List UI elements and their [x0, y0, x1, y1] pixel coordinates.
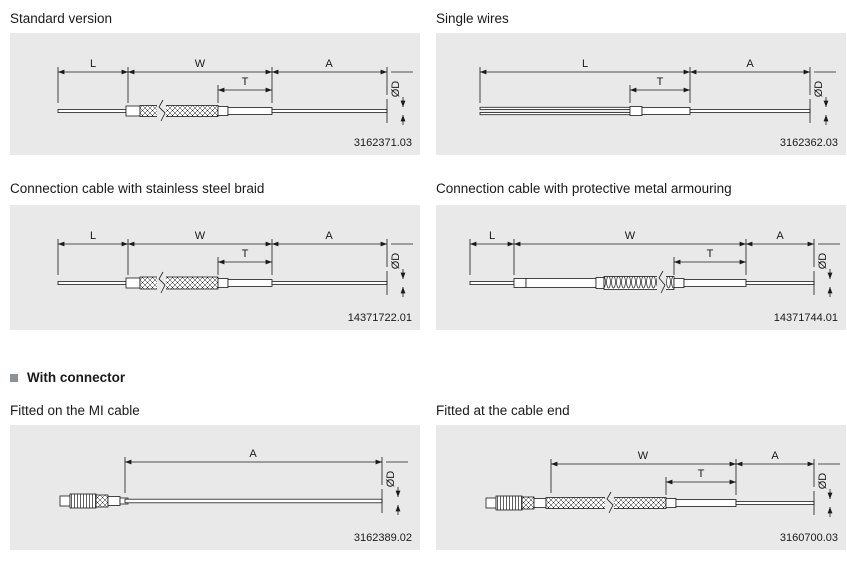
title-steel-braid: Connection cable with stainless steel br… [10, 180, 264, 198]
dim-label-W: W [195, 58, 206, 70]
part-number: 14371744.01 [773, 312, 838, 324]
dim-label-T: T [698, 468, 705, 480]
dim-label-T: T [707, 248, 714, 260]
cable-drawing [57, 271, 388, 295]
title-cable-end: Fitted at the cable end [436, 402, 570, 420]
panel-title-text: Fitted on the MI cable [10, 403, 140, 418]
dim-label-A: A [776, 230, 784, 242]
part-number: 14371722.01 [347, 312, 412, 324]
panel-title-text: Standard version [10, 11, 113, 26]
panel-standard-version: L W A T ØD 3162371.03 [10, 33, 420, 155]
mi-cable-diagram: A ØD [59, 448, 408, 515]
part-number: 3162362.03 [779, 137, 838, 149]
dim-label-A: A [746, 58, 754, 70]
dim-label-diameter: ØD [817, 473, 829, 490]
part-number: 3160700.03 [779, 532, 838, 544]
panel-title-text: Connection cable with protective metal a… [436, 181, 732, 196]
cable-end-diagram: W A T ØD [485, 450, 840, 517]
panel-metal-armouring: L W A T ØD 14371744.01 [436, 205, 846, 330]
title-metal-armouring: Connection cable with protective metal a… [436, 180, 732, 198]
section-title: With connector [27, 370, 126, 385]
dimension-lines [470, 241, 814, 265]
dim-label-T: T [242, 76, 249, 88]
steel-braid-diagram: L W A T ØD [57, 230, 413, 297]
title-mi-cable: Fitted on the MI cable [10, 402, 140, 420]
part-number: 3162371.03 [353, 137, 412, 149]
dim-label-L: L [90, 230, 96, 242]
dim-label-T: T [242, 248, 249, 260]
diameter-callout: ØD [390, 71, 413, 125]
title-single-wires: Single wires [436, 10, 509, 28]
diameter-callout: ØD [385, 461, 408, 515]
dim-label-diameter: ØD [390, 253, 402, 270]
dim-label-W: W [625, 230, 636, 242]
break-symbol [158, 99, 166, 122]
break-symbol [658, 270, 666, 294]
panel-single-wires: L A T ØD 3162362.03 [436, 33, 846, 155]
standard-version-diagram: L W A T ØD [57, 58, 413, 125]
dimension-lines [551, 461, 814, 485]
dim-label-diameter: ØD [813, 81, 825, 98]
panel-steel-braid: L W A T ØD 14371722.01 [10, 205, 420, 330]
panel-cable-end: W A T ØD 3160700.03 [436, 425, 846, 550]
diameter-callout: ØD [813, 71, 836, 125]
dimension-lines [480, 69, 810, 93]
dim-label-L: L [489, 230, 495, 242]
section-with-connector: With connector [10, 370, 125, 385]
dim-label-W: W [195, 230, 206, 242]
title-standard-version: Standard version [10, 10, 112, 28]
dim-label-A: A [771, 450, 779, 462]
dim-label-diameter: ØD [385, 471, 397, 488]
dimension-lines [58, 69, 387, 93]
panel-title-text: Connection cable with stainless steel br… [10, 181, 265, 196]
dim-label-L: L [90, 58, 96, 70]
diameter-callout: ØD [817, 243, 840, 297]
dim-label-L: L [582, 58, 588, 70]
dim-label-A: A [249, 448, 257, 460]
dimension-lines [58, 241, 387, 265]
dim-label-diameter: ØD [390, 81, 402, 98]
cable-drawing [479, 99, 811, 123]
section-bullet-icon [10, 373, 18, 382]
break-symbol [158, 271, 166, 294]
cable-drawing [469, 270, 815, 295]
panel-mi-cable: A ØD 3162389.02 [10, 425, 420, 550]
panel-title-text: Fitted at the cable end [436, 403, 570, 418]
cable-drawing [57, 99, 388, 123]
diameter-callout: ØD [817, 463, 840, 517]
part-number: 3162389.02 [353, 532, 412, 544]
dim-label-A: A [325, 230, 333, 242]
dim-label-T: T [657, 76, 664, 88]
metal-armouring-diagram: L W A T ØD [469, 230, 840, 297]
cable-drawing [485, 491, 815, 515]
cable-drawing [59, 489, 383, 513]
dim-label-W: W [638, 450, 649, 462]
break-symbol [606, 491, 614, 514]
single-wires-diagram: L A T ØD [479, 58, 836, 125]
diameter-callout: ØD [390, 243, 413, 297]
dim-label-A: A [325, 58, 333, 70]
dim-label-diameter: ØD [817, 253, 829, 270]
panel-title-text: Single wires [436, 11, 509, 26]
